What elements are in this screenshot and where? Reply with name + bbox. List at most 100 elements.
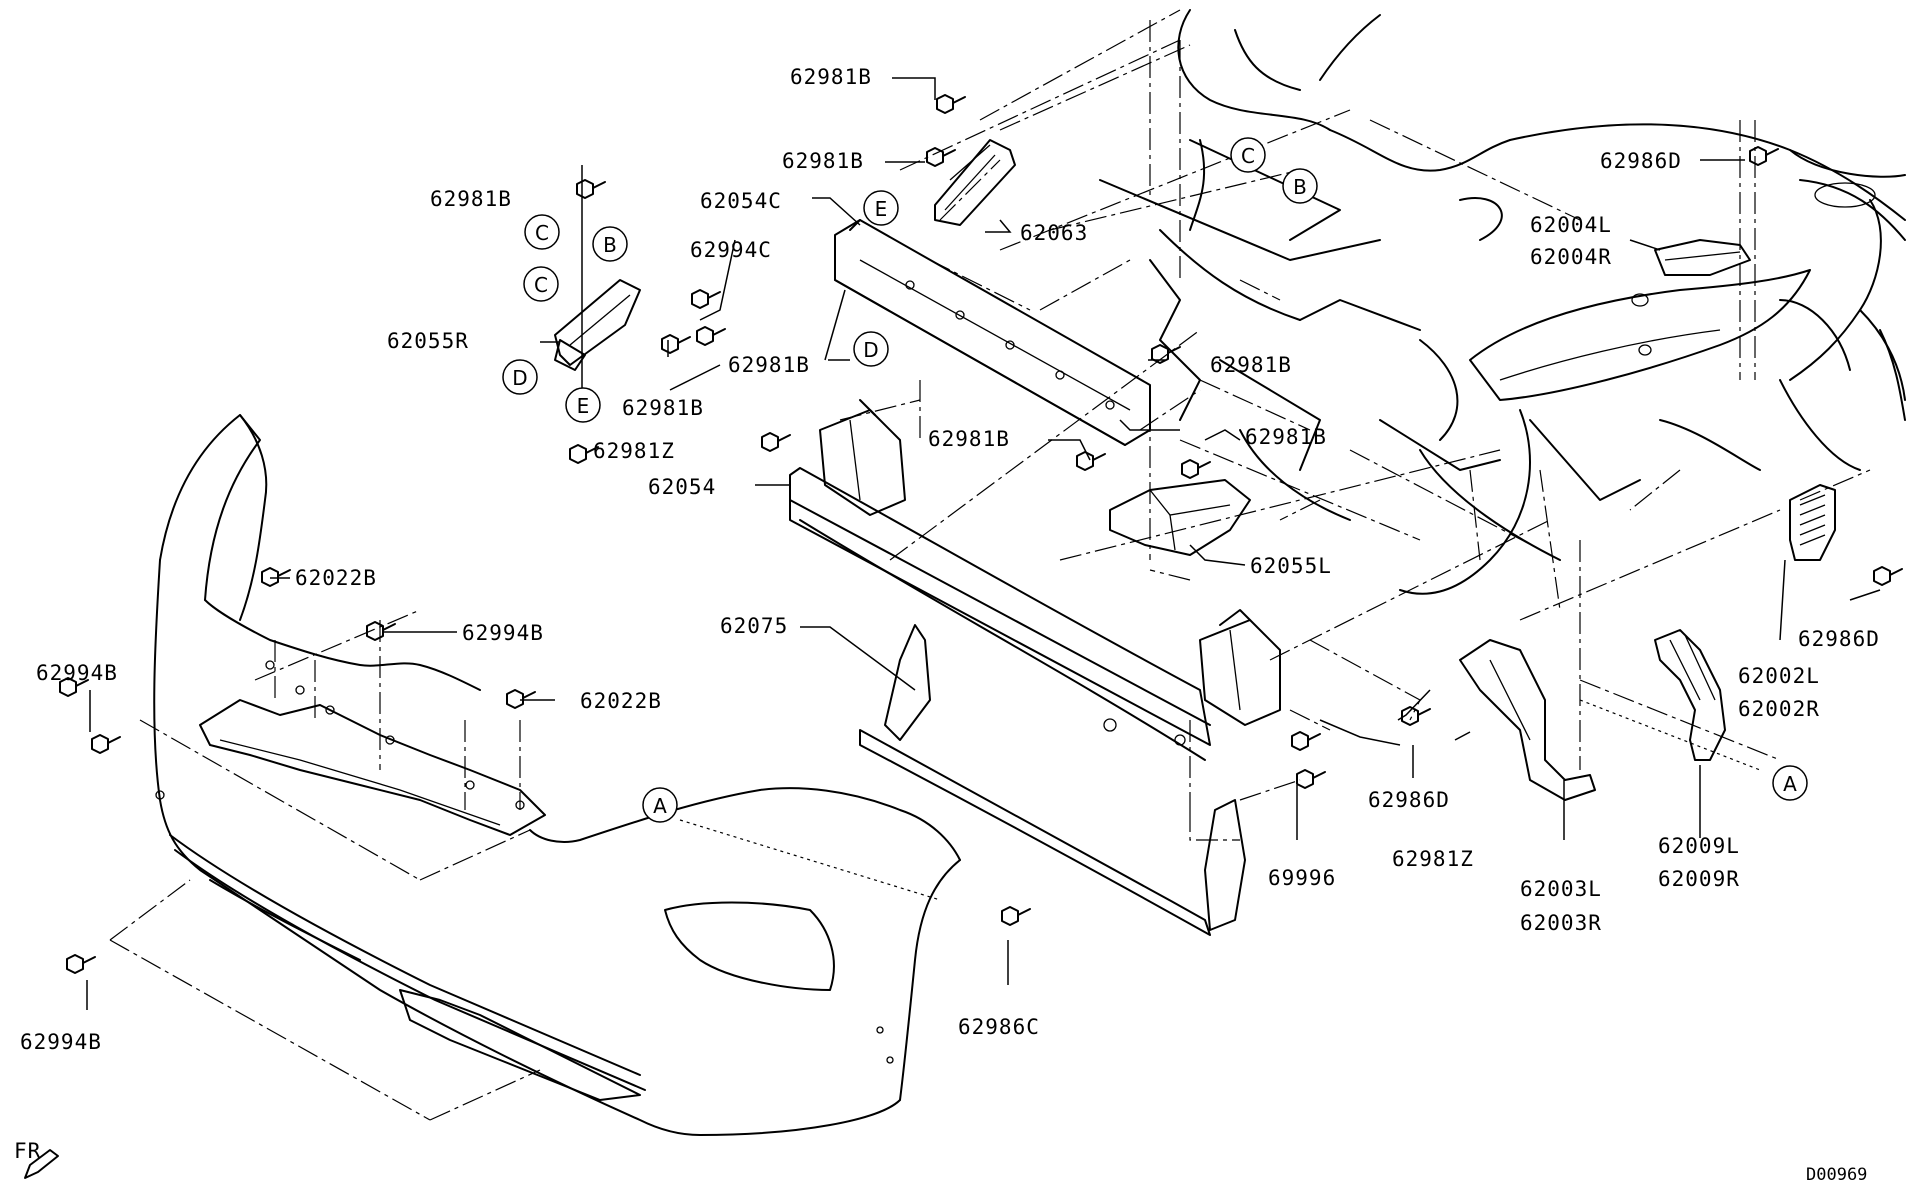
bracket-62055R (554, 279, 641, 371)
reference-circle: C (524, 214, 560, 250)
part-number-label: 62022B (295, 566, 377, 590)
bolt-icon (569, 444, 599, 464)
reference-letter: B (1293, 175, 1307, 199)
bolt-icon (1296, 769, 1326, 789)
fasteners (59, 94, 1903, 974)
part-number-label: 62055R (387, 329, 469, 353)
bolt-icon (1291, 731, 1321, 751)
part-number-label: 62986D (1798, 627, 1880, 651)
reference-circle: D (502, 359, 538, 395)
bolt-icon (66, 954, 96, 974)
reference-circle: E (565, 387, 601, 423)
part-number-label: 62981B (928, 427, 1010, 451)
reference-circle: B (1282, 168, 1318, 204)
reference-letter: D (863, 338, 878, 362)
bolt-icon (1151, 344, 1181, 364)
part-number-label: 62981B (1245, 425, 1327, 449)
bolt-icon (91, 734, 121, 754)
reference-circles: C B E C B C D E D A A (502, 137, 1808, 823)
part-number-label: 62055L (1250, 554, 1332, 578)
part-number-label: 69996 (1268, 866, 1336, 890)
fr-label: FR (14, 1139, 41, 1163)
part-number-label: 62986D (1368, 788, 1450, 812)
reference-letter: A (1783, 772, 1797, 796)
part-number-label: 62063 (1020, 221, 1088, 245)
part-number-label: 62003R (1520, 911, 1602, 935)
vehicle-body-outline (1099, 9, 1906, 595)
bracket-62055L (1109, 479, 1251, 556)
reference-letter: A (653, 794, 667, 818)
drawing-code: D00969 (1806, 1165, 1867, 1185)
reference-circle: B (592, 226, 628, 262)
part-number-label: 62994B (36, 661, 118, 685)
reference-letter: E (577, 394, 590, 418)
reference-letter: E (875, 197, 888, 221)
fr-arrow-icon (24, 1149, 59, 1179)
reference-circle: C (1230, 137, 1266, 173)
reference-circle: A (1772, 765, 1808, 801)
part-number-label: 62009R (1658, 867, 1740, 891)
part-number-label: 62003L (1520, 877, 1602, 901)
reference-letter: C (1241, 144, 1255, 168)
bolt-icon (366, 621, 396, 641)
bolt-icon (926, 147, 956, 167)
bolt-icon (506, 689, 536, 709)
part-number-label: 62986D (1600, 149, 1682, 173)
part-number-label: 62002L (1738, 664, 1820, 688)
bolt-icon (1001, 906, 1031, 926)
front-bumper-fascia (153, 414, 961, 1136)
alignment-lines (109, 9, 1871, 1121)
bolt-icon (936, 94, 966, 114)
part-number-label: 62981B (622, 396, 704, 420)
part-number-label: 62981B (1210, 353, 1292, 377)
bracket-62063 (934, 139, 1016, 226)
part-number-label: 62075 (720, 614, 788, 638)
bolt-icon (691, 289, 721, 309)
part-number-label: 62994B (462, 621, 544, 645)
bolt-icon (1749, 146, 1779, 166)
bumper-reinforcement-62054 (789, 399, 1281, 761)
bolt-icon (696, 326, 726, 346)
bracket-62009 (1654, 629, 1726, 761)
reference-letter: C (534, 273, 548, 297)
bolt-icon (1181, 459, 1211, 479)
reference-letter: B (603, 233, 617, 257)
part-number-label: 62981B (728, 353, 810, 377)
reference-letter: D (512, 366, 527, 390)
reference-letter: C (535, 221, 549, 245)
absorber-62075 (859, 624, 1246, 936)
part-number-label: 62981Z (593, 439, 675, 463)
part-number-label: 62994C (690, 238, 772, 262)
bolt-icon (576, 179, 606, 199)
callout-leaders (86, 77, 1881, 1010)
bracket-62004 (1654, 239, 1751, 276)
part-number-label: 62002R (1738, 697, 1820, 721)
part-number-label: 62022B (580, 689, 662, 713)
part-number-label: 62004L (1530, 213, 1612, 237)
bolt-icon (59, 677, 89, 697)
bolt-icon (1401, 706, 1431, 726)
reference-circle: C (523, 266, 559, 302)
front-direction-marker: FR (14, 1139, 59, 1179)
part-number-label: 62981Z (1392, 847, 1474, 871)
bolt-icon (761, 432, 791, 452)
part-number-label: 62054 (648, 475, 716, 499)
bolt-icon (1873, 566, 1903, 586)
part-number-label: 62054C (700, 189, 782, 213)
reinforcement-62054C (834, 219, 1151, 446)
reference-circle: A (642, 787, 678, 823)
part-number-label: 62994B (20, 1030, 102, 1054)
part-number-label: 62009L (1658, 834, 1740, 858)
bracket-62002 (1789, 484, 1836, 561)
part-number-label: 62981B (790, 65, 872, 89)
part-number-label: 62004R (1530, 245, 1612, 269)
bolt-icon (1076, 451, 1106, 471)
part-number-label: 62981B (430, 187, 512, 211)
part-number-label: 62986C (958, 1015, 1040, 1039)
reference-circle: E (863, 190, 899, 226)
bolt-icon (661, 334, 691, 354)
part-number-label: 62981B (782, 149, 864, 173)
bolt-icon (261, 567, 291, 587)
